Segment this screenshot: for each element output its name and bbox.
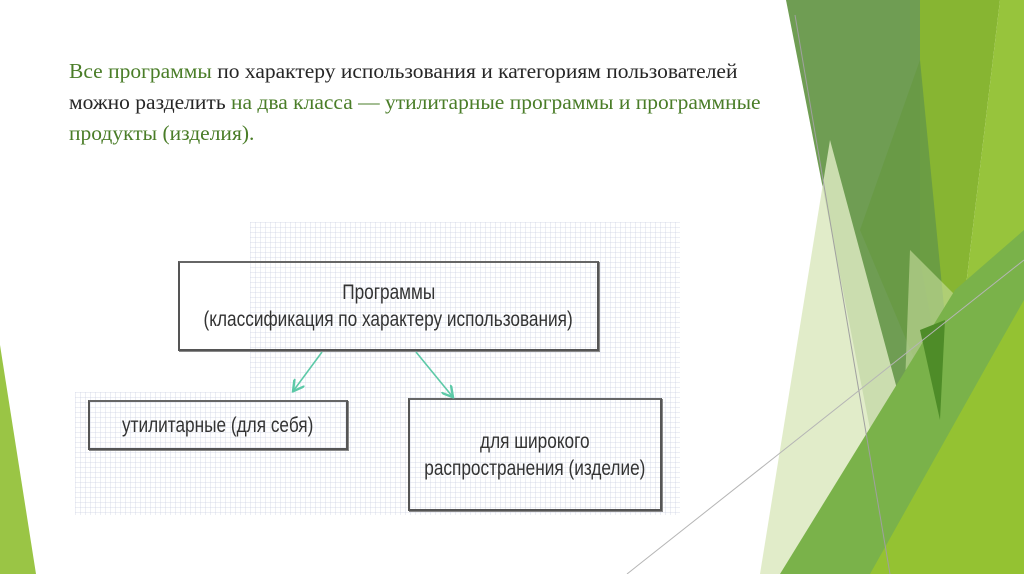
child-box-product-line1: для широкого <box>480 429 590 453</box>
root-box-title: Программы <box>341 281 436 304</box>
intro-segment-1: Все программы <box>69 59 212 83</box>
dark-accent <box>920 320 945 420</box>
intro-segment-3: на два класса — утилитарные программы и … <box>69 90 761 145</box>
root-box-subtitle: (классификация по характеру использовани… <box>203 308 574 331</box>
thin-line-2 <box>626 259 1024 574</box>
diagram-blank-area <box>75 222 250 392</box>
thin-line-1 <box>794 14 891 574</box>
intro-paragraph: Все программы по характеру использования… <box>69 56 769 149</box>
child-box-product-line2: распространения (изделие) <box>424 456 646 480</box>
intro-segment-2: по характеру использования и категориям … <box>69 59 738 114</box>
classification-diagram <box>75 222 680 515</box>
child-box-utility-label: утилитарные (для себя) <box>122 413 314 437</box>
root-box-programs: Программы (классификация по характеру ис… <box>178 261 599 351</box>
child-box-product: для широкого распространения (изделие) <box>408 398 662 511</box>
bright-green-wedge <box>870 300 1024 574</box>
child-box-utility: утилитарные (для себя) <box>88 400 348 450</box>
left-green-triangle <box>0 345 36 574</box>
